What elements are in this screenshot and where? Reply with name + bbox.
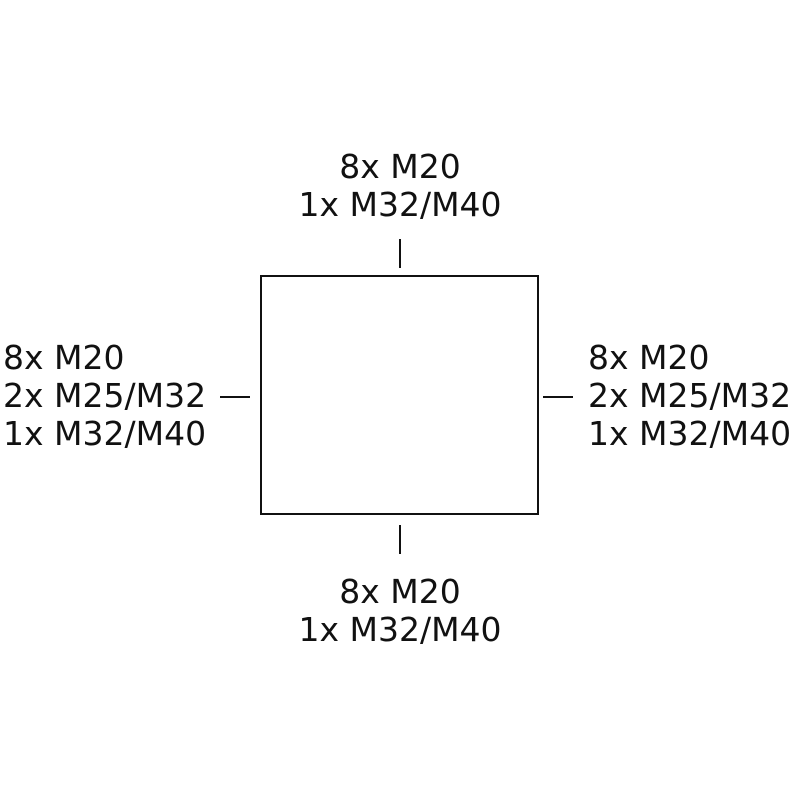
bottom-side-marker bbox=[399, 525, 401, 554]
right-entry-line: 8x M20 bbox=[588, 338, 710, 377]
top-side-entries: 8x M20 1x M32/M40 bbox=[200, 148, 600, 224]
left-side-entries: 8x M20 2x M25/M32 1x M32/M40 bbox=[3, 339, 206, 453]
left-entry-line: 2x M25/M32 bbox=[3, 376, 207, 415]
right-entry-line: 2x M25/M32 bbox=[588, 376, 792, 415]
enclosure-box bbox=[260, 275, 539, 515]
bottom-entry-line: 1x M32/M40 bbox=[298, 610, 502, 649]
left-side-marker bbox=[220, 396, 250, 398]
bottom-entry-line: 8x M20 bbox=[339, 572, 461, 611]
bottom-side-entries: 8x M20 1x M32/M40 bbox=[200, 573, 600, 649]
top-side-marker bbox=[399, 239, 401, 268]
left-entry-line: 8x M20 bbox=[3, 338, 125, 377]
top-entry-line: 1x M32/M40 bbox=[298, 185, 502, 224]
right-entry-line: 1x M32/M40 bbox=[588, 414, 792, 453]
right-side-marker bbox=[543, 396, 573, 398]
left-entry-line: 1x M32/M40 bbox=[3, 414, 207, 453]
top-entry-line: 8x M20 bbox=[339, 147, 461, 186]
right-side-entries: 8x M20 2x M25/M32 1x M32/M40 bbox=[588, 339, 791, 453]
